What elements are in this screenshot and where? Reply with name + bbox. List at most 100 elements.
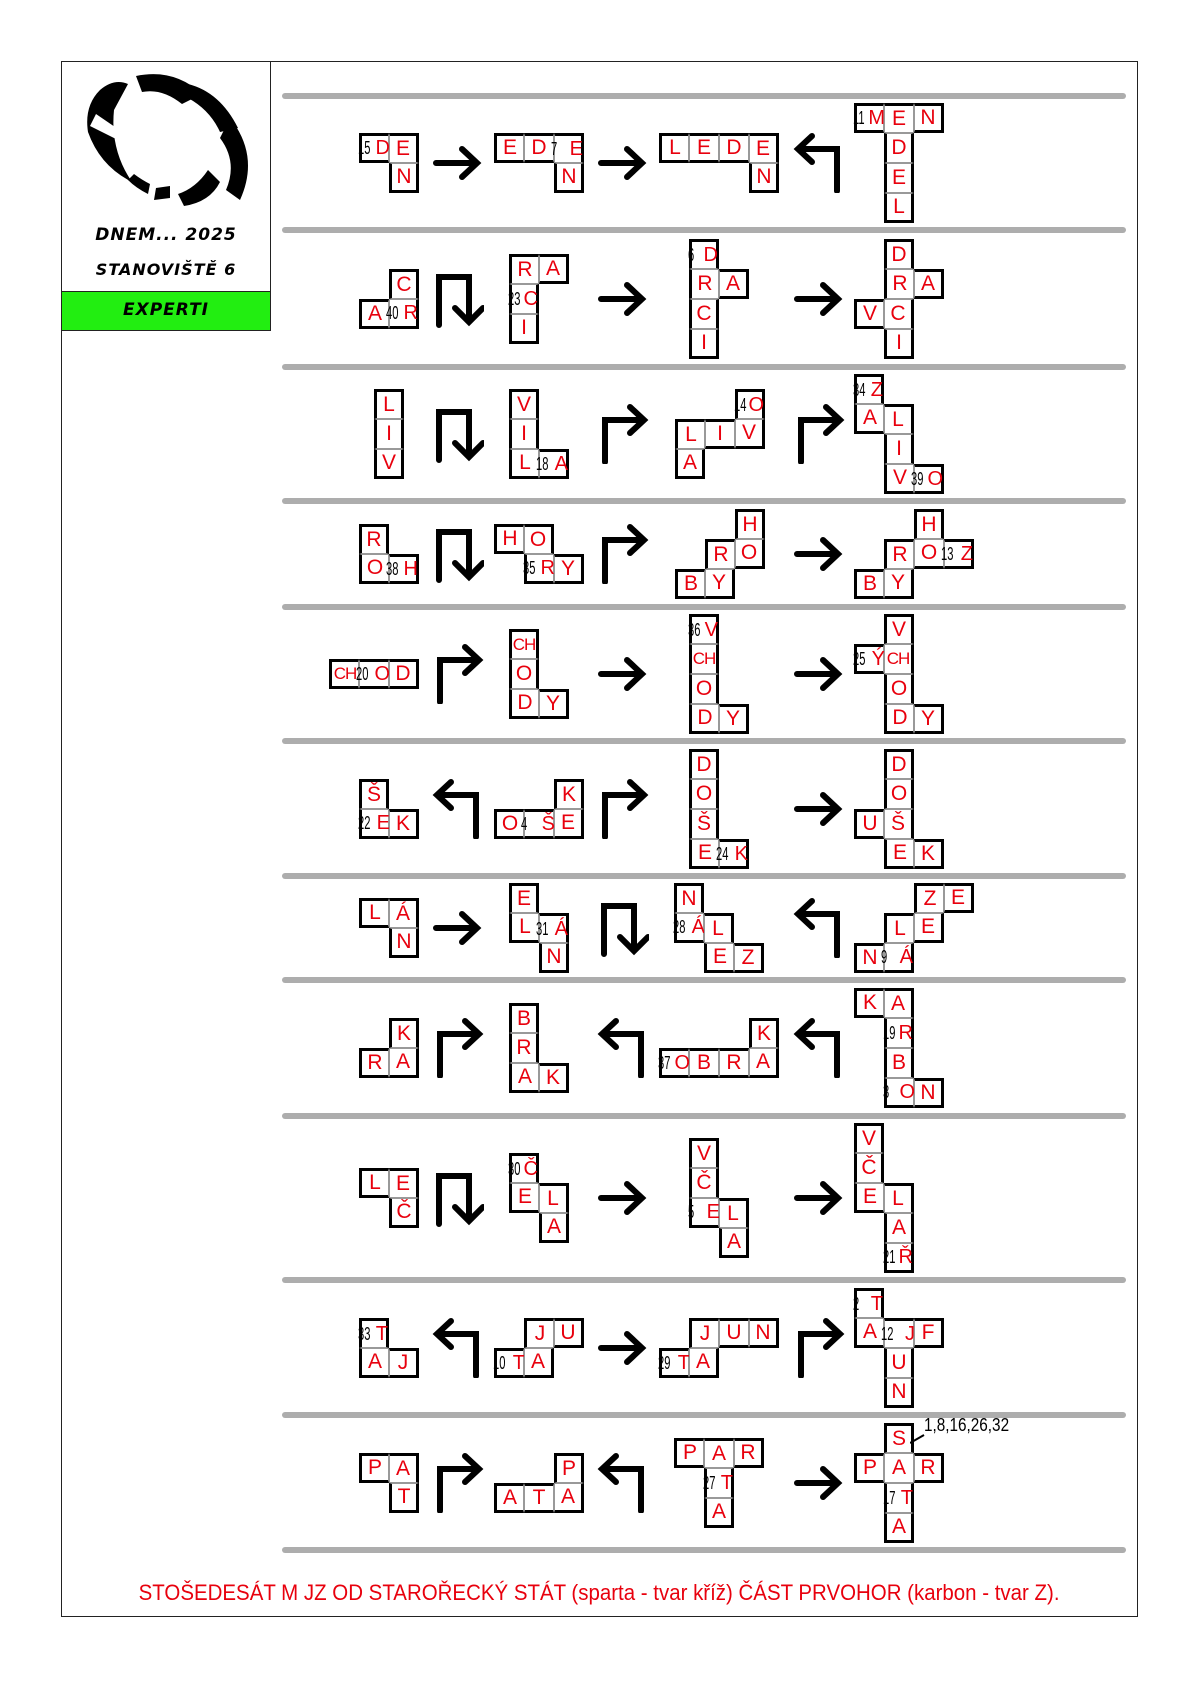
grid-cell: CH (689, 644, 719, 674)
cell-letter: C (890, 302, 906, 325)
cell-letter: A (554, 453, 568, 475)
cell-letter: N (561, 165, 577, 188)
cell-letter: A (862, 1320, 877, 1343)
cell-letter: D (697, 706, 713, 729)
cell-letter: H (502, 527, 518, 550)
grid-cell: A (914, 269, 944, 299)
grid-cell: Y (914, 704, 944, 734)
right-up-arrow-icon (602, 404, 649, 464)
cell-letter: Á (395, 902, 410, 925)
row-separator (282, 93, 1126, 99)
grid-cell: O (509, 659, 539, 689)
grid-cell: L (359, 898, 389, 928)
cell-letter: E (712, 945, 727, 968)
grid-cell: O (494, 809, 524, 839)
left-up-arrow-icon (793, 1018, 840, 1078)
cell-letter: L (727, 1202, 739, 1225)
grid-cell: I (689, 329, 719, 359)
cell-letter: I (701, 331, 707, 354)
grid-cell: R (509, 254, 539, 284)
cell-letter: V (891, 618, 906, 641)
grid-cell: C (689, 299, 719, 329)
cell-letter: Á (691, 916, 705, 938)
cell-letter: Š (890, 812, 905, 835)
uturn-down-arrow-icon (436, 1173, 484, 1227)
cell-letter: E (517, 1185, 532, 1208)
cell-letter: Y (890, 571, 905, 594)
cell-letter: H (742, 513, 758, 536)
cell-letter: O (501, 812, 519, 835)
grid-cell: E (884, 839, 914, 869)
grid-cell: A (854, 404, 884, 434)
cell-letter: K (395, 812, 410, 835)
cell-letter: A (695, 1350, 710, 1373)
cell-number: 23 (508, 289, 521, 309)
grid-cell: E (914, 913, 944, 943)
level-banner: EXPERTI (62, 291, 270, 330)
cell-letter: D (891, 136, 907, 159)
cell-letter: T (720, 1472, 733, 1494)
cell-number: 14 (734, 395, 747, 415)
cell-number: 35 (523, 558, 536, 578)
cell-letter: T (900, 1487, 913, 1509)
row-separator (282, 227, 1126, 233)
grid-cell: A (524, 1348, 554, 1378)
cell-letter: D (726, 136, 742, 159)
cell-letter: D (891, 753, 907, 776)
cell-letter: B (683, 572, 698, 595)
cell-letter: A (367, 1350, 382, 1373)
grid-cell: A (719, 1228, 749, 1258)
cell-number: 13 (941, 544, 954, 564)
grid-cell: L (884, 1183, 914, 1213)
cell-letter: V (741, 421, 756, 444)
cell-number: 28 (673, 917, 686, 937)
cell-letter: O (695, 782, 713, 805)
grid-cell: B (884, 1048, 914, 1078)
grid-cell: J (689, 1318, 719, 1348)
grid-cell: A (389, 1453, 419, 1483)
grid-cell: R (914, 1453, 944, 1483)
row-separator (282, 977, 1126, 983)
cell-letter: L (892, 1187, 904, 1210)
cell-letter: D (517, 691, 533, 714)
grid-cell: K (539, 1063, 569, 1093)
cell-letter: U (560, 1321, 576, 1344)
cell-letter: E (395, 1172, 410, 1195)
grid-cell: E (389, 133, 419, 163)
cell-letter: N (920, 106, 936, 129)
cell-letter: B (516, 1007, 531, 1030)
cell-letter: Y (711, 571, 726, 594)
cell-letter: A (502, 1486, 517, 1509)
grid-cell: E (494, 133, 524, 163)
left-up-arrow-icon (432, 1318, 479, 1378)
right-arrow-icon (794, 537, 843, 571)
grid-cell: Š (689, 809, 719, 839)
cell-letter: C (696, 302, 712, 325)
cell-number: 34 (853, 380, 866, 400)
cell-letter: T (870, 1293, 883, 1315)
cell-letter: A (891, 1456, 906, 1479)
grid-cell: P (674, 1438, 704, 1468)
cell-letter: CH (886, 649, 911, 668)
cell-letter: V (704, 619, 718, 641)
cell-letter: E (755, 137, 770, 160)
right-arrow-icon (794, 1181, 843, 1215)
cell-letter: A (726, 1230, 741, 1253)
cell-letter: E (920, 915, 935, 938)
grid-cell: V (374, 449, 404, 479)
grid-cell: L (675, 419, 705, 449)
cell-letter: T (397, 1485, 411, 1508)
station-label: STANOVIŠTĚ 6 (95, 260, 237, 279)
cell-letter: Š (541, 813, 555, 835)
